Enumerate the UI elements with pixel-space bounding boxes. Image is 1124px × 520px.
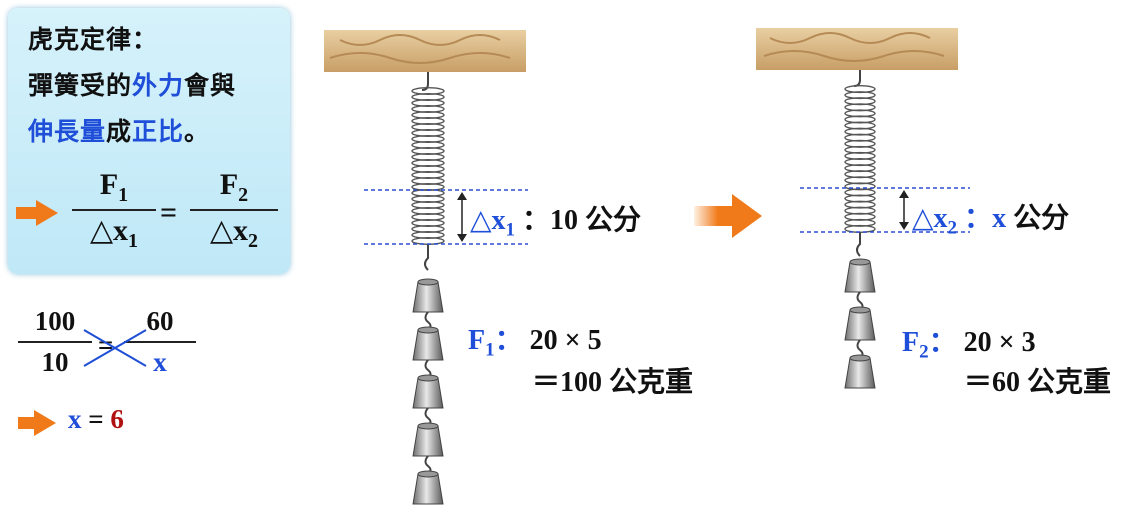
law-title: 虎克定律： xyxy=(28,25,159,54)
formula-equals: = xyxy=(160,196,178,229)
orange-arrow-icon xyxy=(694,194,762,238)
law-line-2: 彈簧受的外力會與 xyxy=(28,71,237,100)
cross-lines xyxy=(83,329,147,367)
weight xyxy=(412,278,444,331)
weight xyxy=(412,422,444,475)
spring-coil xyxy=(411,86,445,245)
cross-fraction-right: 60 x xyxy=(124,306,196,378)
weight xyxy=(412,470,444,505)
force-2-result: ＝60 公克重 xyxy=(964,367,1112,398)
law-line-3: 伸長量成正比。 xyxy=(28,117,211,146)
weight xyxy=(844,258,876,311)
weight-stack xyxy=(844,258,876,389)
formula-fraction-1: F1 △x1 xyxy=(72,168,156,253)
cross-equals: = xyxy=(98,330,114,360)
orange-arrow-icon xyxy=(16,200,58,226)
formula-fraction-2: F2 △x2 xyxy=(190,168,278,253)
result-line: x = 6 xyxy=(68,404,124,434)
orange-arrow-icon xyxy=(18,410,56,436)
weight xyxy=(412,374,444,427)
cross-fraction-left: 100 10 xyxy=(18,306,92,378)
delta-x1-label: △x1 ：10 公分 xyxy=(470,205,642,241)
spring-coil xyxy=(844,84,876,234)
weight-stack xyxy=(412,278,444,505)
spring-setup-2 xyxy=(756,28,970,389)
weight xyxy=(844,354,876,389)
force-1-result: ＝100 公克重 xyxy=(532,367,694,398)
weight xyxy=(412,326,444,379)
delta-x2-label: △x2 ：x 公分 xyxy=(912,201,1070,239)
force-2-label: F2： 20 × 3 xyxy=(902,327,1036,363)
weight xyxy=(844,306,876,359)
hooke-law-panel: 虎克定律： 彈簧受的外力會與 伸長量成正比。 F1 △x1 = F2 △x2 xyxy=(8,8,290,274)
force-1-label: F1： 20 × 5 xyxy=(468,325,602,361)
spring-setup-1 xyxy=(324,30,528,505)
wood-ceiling xyxy=(756,28,958,70)
wood-ceiling xyxy=(324,30,526,72)
